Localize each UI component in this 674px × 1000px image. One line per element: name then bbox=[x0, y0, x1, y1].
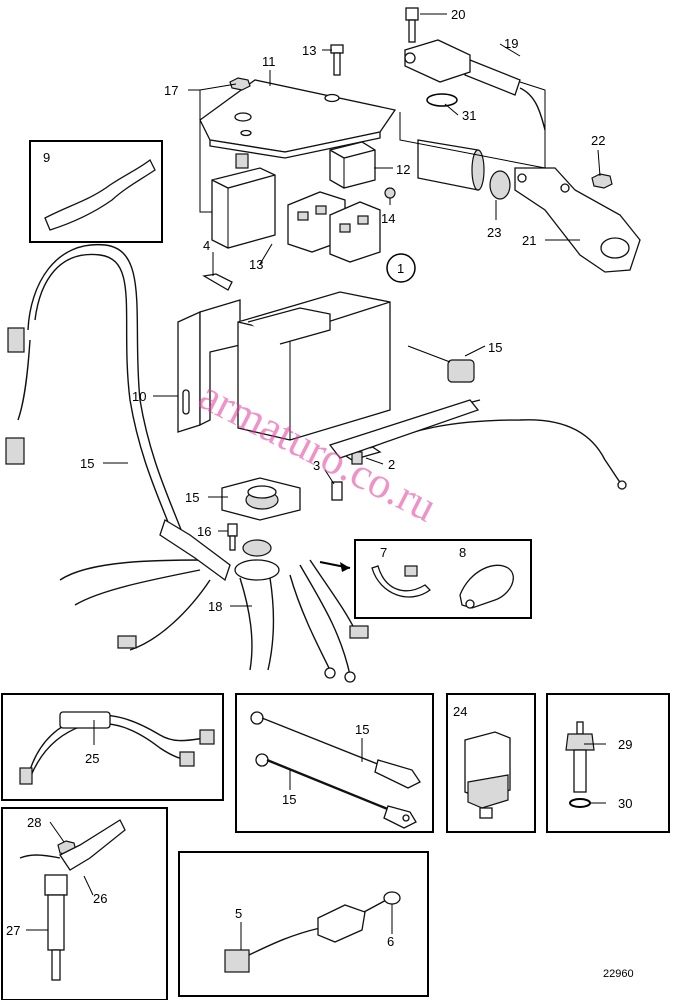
label-2: 2 bbox=[388, 457, 395, 472]
label-28: 28 bbox=[27, 815, 41, 830]
inset-24-box bbox=[446, 693, 536, 833]
part-23-nut bbox=[489, 170, 511, 200]
label-7: 7 bbox=[380, 545, 387, 560]
inset-15-box bbox=[235, 693, 434, 833]
label-8: 8 bbox=[459, 545, 466, 560]
label-5: 5 bbox=[235, 906, 242, 921]
callout-labels: 20 19 13 11 17 31 9 12 22 14 23 21 4 13 … bbox=[6, 7, 632, 949]
label-21: 21 bbox=[522, 233, 536, 248]
label-23: 23 bbox=[487, 225, 501, 240]
part-10-box-bracket bbox=[177, 291, 391, 441]
part-20-screw bbox=[405, 7, 419, 43]
label-18: 18 bbox=[208, 599, 222, 614]
part-12-relay bbox=[329, 141, 376, 189]
label-4: 4 bbox=[203, 238, 210, 253]
part-16-screw bbox=[227, 523, 238, 551]
label-17: 17 bbox=[164, 83, 178, 98]
label-6: 6 bbox=[387, 934, 394, 949]
part-11-cover-plate bbox=[199, 79, 397, 159]
inset-9-box bbox=[29, 140, 163, 243]
part-15-left-harness bbox=[5, 244, 231, 582]
part-1-marker bbox=[386, 253, 416, 283]
inset-29-30-box bbox=[546, 693, 670, 833]
label-29: 29 bbox=[618, 737, 632, 752]
label-25: 25 bbox=[85, 751, 99, 766]
label-15-inset-b: 15 bbox=[282, 792, 296, 807]
label-19: 19 bbox=[504, 36, 518, 51]
connector-sockets bbox=[287, 191, 381, 263]
part-19-sensor-lead bbox=[464, 59, 546, 131]
label-12: 12 bbox=[396, 162, 410, 177]
part-22-nut bbox=[591, 173, 613, 189]
mating-plug bbox=[234, 539, 280, 581]
part-17-nut bbox=[229, 77, 251, 91]
label-1: 1 bbox=[397, 261, 404, 276]
label-10: 10 bbox=[132, 389, 146, 404]
part-14-screw bbox=[384, 187, 396, 199]
label-13: 13 bbox=[302, 43, 316, 58]
label-15-inset-a: 15 bbox=[355, 722, 369, 737]
label-27: 27 bbox=[6, 923, 20, 938]
label-11: 11 bbox=[262, 54, 276, 69]
inset-5-6-box bbox=[178, 851, 429, 997]
label-15-left: 15 bbox=[80, 456, 94, 471]
part-15-round-connector bbox=[221, 477, 301, 521]
label-3: 3 bbox=[313, 458, 320, 473]
label-22: 22 bbox=[591, 133, 605, 148]
inset-26-28-box bbox=[1, 807, 168, 1000]
relay-left bbox=[211, 153, 276, 249]
part-15-right-harness bbox=[328, 359, 627, 490]
sensor-body bbox=[417, 139, 485, 191]
part-18-harness bbox=[59, 559, 369, 683]
inset-7-8-box bbox=[354, 539, 532, 619]
label-24: 24 bbox=[453, 704, 467, 719]
part-4-screw bbox=[202, 273, 233, 291]
part-13-bolt-top bbox=[330, 44, 344, 76]
inset-25-box bbox=[1, 693, 224, 801]
label-20: 20 bbox=[451, 7, 465, 22]
label-30: 30 bbox=[618, 796, 632, 811]
label-13b: 13 bbox=[249, 257, 263, 272]
label-15-right: 15 bbox=[488, 340, 502, 355]
part-21-bracket bbox=[514, 167, 641, 273]
label-14: 14 bbox=[381, 211, 395, 226]
label-9: 9 bbox=[43, 150, 50, 165]
sensor-head bbox=[404, 39, 471, 83]
label-26: 26 bbox=[93, 891, 107, 906]
figure-reference-number: 22960 bbox=[603, 968, 634, 980]
leader-lines bbox=[26, 13, 606, 950]
part-31-o-ring bbox=[426, 93, 458, 107]
part-3-bolt bbox=[331, 481, 343, 501]
label-15-center: 15 bbox=[185, 490, 199, 505]
label-31: 31 bbox=[462, 108, 476, 123]
label-16: 16 bbox=[197, 524, 211, 539]
